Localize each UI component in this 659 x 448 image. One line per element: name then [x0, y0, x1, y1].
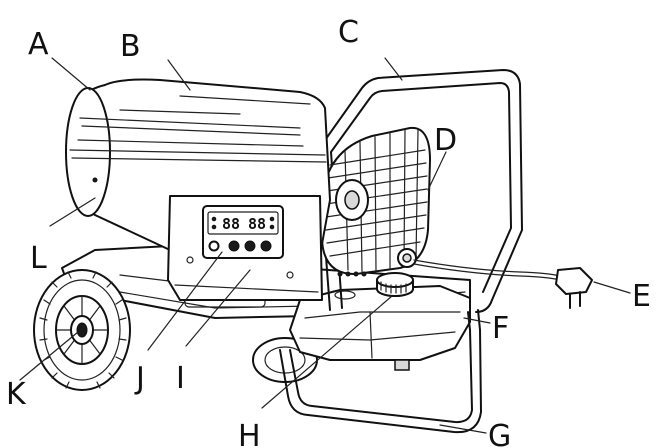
leader-e: [593, 281, 631, 294]
label-i: I: [176, 361, 185, 396]
leader-c: [384, 57, 403, 81]
power-cable: [413, 259, 593, 309]
front-wheel: [33, 269, 131, 391]
leader-k: [19, 331, 79, 381]
fan-grille: [321, 126, 431, 276]
label-b: B: [120, 29, 141, 64]
label-l: L: [30, 241, 47, 276]
display-right-digits: 88: [248, 215, 266, 233]
label-e: E: [632, 279, 651, 314]
label-d: D: [434, 123, 457, 158]
label-a: A: [28, 27, 49, 62]
leader-f: [463, 317, 491, 324]
display-left-digits: 88: [222, 215, 240, 233]
leader-i: [185, 269, 251, 347]
control-panel: 88 88: [202, 205, 284, 259]
label-j: J: [134, 361, 145, 396]
leader-j: [147, 251, 223, 351]
leader-l: [49, 197, 96, 227]
leader-g: [439, 424, 487, 434]
leader-h: [261, 295, 393, 409]
leader-lines: [19, 57, 631, 434]
leader-a: [51, 57, 91, 91]
minus-button[interactable]: [228, 240, 240, 252]
rear-details: [337, 248, 417, 277]
label-c: C: [338, 15, 359, 50]
label-f: F: [492, 311, 509, 346]
handle-frame: [317, 69, 523, 313]
fuel-cap: [376, 272, 414, 297]
mode-button[interactable]: [244, 240, 256, 252]
callout-labels: A B C D E F G H I J K L: [6, 15, 651, 448]
front-stand: [279, 309, 482, 434]
label-g: G: [488, 419, 511, 448]
leader-b: [167, 59, 191, 91]
label-k: K: [6, 377, 27, 412]
power-button[interactable]: [208, 240, 220, 252]
plus-button[interactable]: [260, 240, 272, 252]
leader-d: [427, 151, 447, 191]
label-h: H: [238, 419, 261, 448]
fuel-tank: [289, 285, 471, 371]
